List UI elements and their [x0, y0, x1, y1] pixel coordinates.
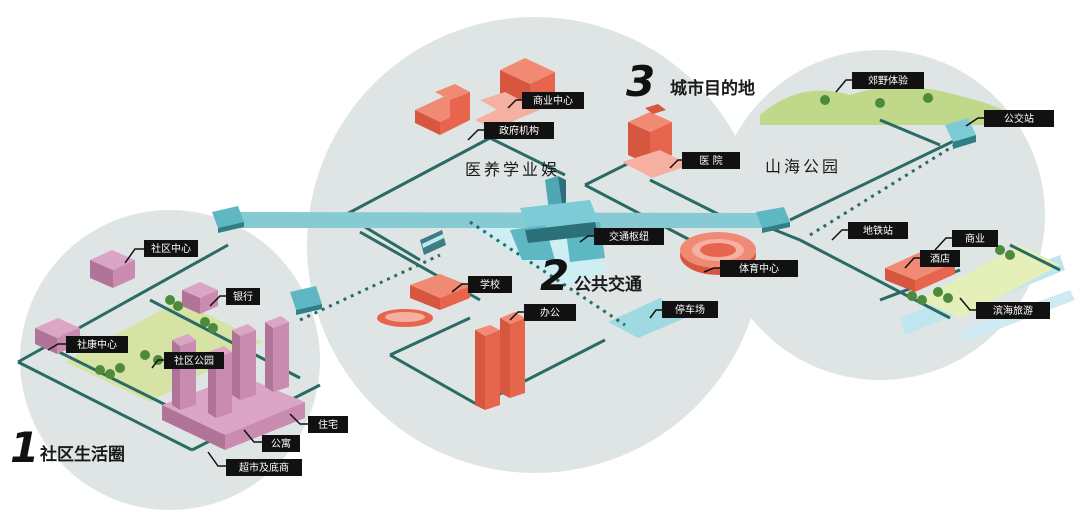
hospital-building	[622, 104, 690, 178]
label-text: 学校	[480, 278, 500, 291]
label-bus-station: 公交站	[965, 110, 1054, 127]
label-parking: 停车场	[649, 301, 718, 319]
label-commerce: 商业	[934, 230, 998, 251]
label-text: 地铁站	[863, 224, 893, 237]
label-text: 商业	[965, 232, 985, 245]
label-apartment: 公寓	[243, 429, 300, 452]
zone-2-title: 公共交通	[574, 274, 642, 295]
label-text: 社区公园	[174, 354, 214, 367]
label-text: 医 院	[699, 154, 722, 167]
metro-dotted-lines	[299, 143, 956, 327]
labels-layer: 社区中心 银行 社康中心 社区公园 住宅 公寓	[47, 72, 1054, 476]
label-hotel: 酒店	[904, 250, 960, 269]
label-countryside: 郊野体验	[835, 72, 924, 93]
label-text: 郊野体验	[868, 74, 908, 87]
office-towers	[475, 312, 525, 410]
label-community-center: 社区中心	[124, 240, 198, 264]
beach-area	[920, 245, 1060, 318]
label-text: 停车场	[675, 303, 705, 316]
label-metro-station: 地铁站	[831, 222, 908, 241]
district-right-name: 山海公园	[765, 157, 841, 176]
label-text: 政府机构	[499, 124, 539, 137]
label-text: 超市及底商	[239, 461, 289, 474]
label-coastal-tourism: 滨海旅游	[959, 297, 1050, 319]
label-text: 体育中心	[739, 262, 779, 275]
label-school: 学校	[451, 276, 512, 293]
label-text: 住宅	[318, 418, 338, 431]
school-building	[377, 274, 470, 327]
bus-icon	[420, 230, 446, 255]
bank-building	[182, 282, 218, 314]
label-text: 公寓	[271, 437, 291, 450]
label-text: 公交站	[1004, 112, 1034, 125]
community-center-building	[90, 250, 135, 288]
zone-3-title: 城市目的地	[670, 78, 755, 99]
label-text: 社康中心	[77, 338, 117, 351]
transit-corridor	[232, 212, 765, 228]
zone-3-number: 3	[626, 57, 655, 106]
zone-1-title: 社区生活圈	[39, 444, 125, 465]
label-office: 办公	[509, 304, 576, 321]
government-building	[415, 84, 520, 135]
label-bank: 银行	[209, 288, 260, 307]
zone-2-number: 2	[540, 251, 569, 300]
label-text: 办公	[540, 306, 560, 319]
zone-1-number: 1	[10, 423, 39, 472]
label-text: 银行	[233, 290, 253, 303]
label-community-park: 社区公园	[151, 352, 224, 369]
label-hospital: 医 院	[669, 152, 740, 169]
label-commercial-center: 商业中心	[507, 92, 584, 109]
station-left-top	[212, 206, 244, 233]
label-residential: 住宅	[289, 413, 348, 433]
district-center-name: 医养学业娱	[465, 160, 560, 179]
label-sports-center: 体育中心	[703, 260, 798, 277]
label-government: 政府机构	[467, 122, 554, 141]
residential-towers	[162, 316, 305, 450]
label-text: 社区中心	[151, 242, 191, 255]
label-supermarket: 超市及底商	[207, 451, 302, 476]
station-right	[756, 207, 790, 233]
label-transport-hub: 交通枢纽	[579, 228, 664, 245]
label-text: 酒店	[930, 252, 950, 265]
trees	[95, 93, 1015, 379]
label-text: 交通枢纽	[609, 230, 649, 243]
label-text: 滨海旅游	[993, 304, 1033, 317]
label-text: 商业中心	[533, 94, 573, 107]
label-health-center: 社康中心	[47, 336, 128, 353]
station-left-mid	[290, 286, 322, 315]
